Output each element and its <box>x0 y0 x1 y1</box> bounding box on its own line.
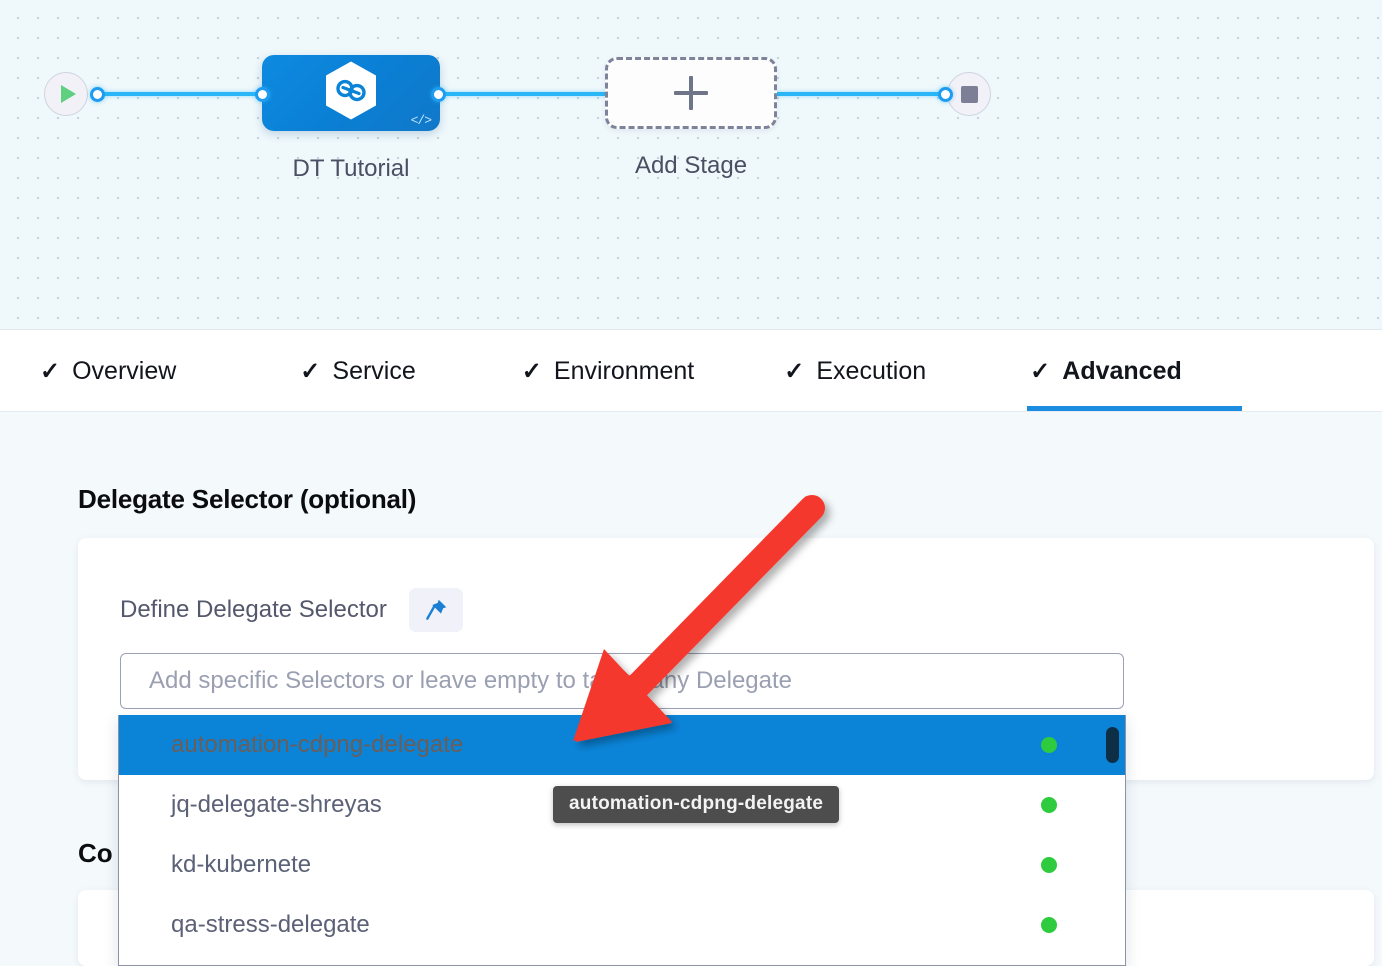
plus-icon-horizontal <box>674 91 708 95</box>
define-delegate-selector-label: Define Delegate Selector <box>120 596 387 623</box>
check-icon: ✓ <box>300 357 321 385</box>
delegate-selector-input[interactable]: Add specific Selectors or leave empty to… <box>120 653 1124 709</box>
status-dot-connected-icon <box>1041 737 1057 753</box>
status-dot-connected-icon <box>1041 797 1057 813</box>
pipeline-start-node[interactable] <box>44 72 88 116</box>
dropdown-option-qa-stress-delegate[interactable]: qa-stress-delegate <box>119 895 1125 955</box>
check-icon: ✓ <box>521 357 542 385</box>
pipeline-canvas[interactable]: </> DT Tutorial Add Stage <box>0 0 1382 330</box>
dropdown-option-label: kd-kubernete <box>171 851 312 878</box>
stage-config-tabs: ✓ Overview ✓ Service ✓ Environment ✓ Exe… <box>0 331 1382 411</box>
delegate-selector-dropdown[interactable]: automation-cdpng-delegate jq-delegate-sh… <box>118 715 1126 966</box>
tab-service-label: Service <box>332 356 416 385</box>
code-badge-icon: </> <box>410 113 432 128</box>
play-icon <box>60 85 76 103</box>
tab-overview[interactable]: ✓ Overview <box>40 331 176 411</box>
dropdown-option-jq-delegate-shreyas[interactable]: jq-delegate-shreyas <box>119 775 1125 835</box>
tab-service[interactable]: ✓ Service <box>300 331 415 411</box>
define-delegate-selector-row: Define Delegate Selector <box>120 588 463 632</box>
check-icon: ✓ <box>40 357 61 385</box>
connector-dot-stage-out[interactable] <box>431 87 446 102</box>
status-dot-connected-icon <box>1041 917 1057 933</box>
stop-icon <box>960 85 978 103</box>
tab-advanced-label: Advanced <box>1062 356 1182 385</box>
tab-environment[interactable]: ✓ Environment <box>522 331 694 411</box>
tab-environment-label: Environment <box>553 356 695 385</box>
pushpin-icon <box>425 599 447 620</box>
connector-dot-start[interactable] <box>90 87 105 102</box>
check-icon: ✓ <box>784 357 805 385</box>
dropdown-scrollbar-thumb[interactable] <box>1106 727 1119 763</box>
pipeline-end-node[interactable] <box>947 72 991 116</box>
status-dot-connected-icon <box>1041 857 1057 873</box>
dropdown-option-kd-kubernete[interactable]: kd-kubernete <box>119 835 1125 895</box>
section-title-conditional: Co <box>78 838 113 868</box>
dropdown-option-label: qa-stress-delegate <box>171 911 370 938</box>
stage-node-label: DT Tutorial <box>292 155 410 182</box>
tab-execution-label: Execution <box>816 356 927 385</box>
add-stage-label: Add Stage <box>634 152 748 179</box>
tab-advanced[interactable]: ✓ Advanced <box>1027 331 1242 411</box>
delegate-name-tooltip: automation-cdpng-delegate <box>553 786 840 823</box>
add-stage-button[interactable] <box>605 57 777 129</box>
tab-execution[interactable]: ✓ Execution <box>784 331 926 411</box>
dropdown-option-automation-cdpng-delegate[interactable]: automation-cdpng-delegate <box>119 715 1125 775</box>
check-icon: ✓ <box>1030 357 1051 385</box>
harness-hexagon-icon <box>326 61 376 120</box>
pushpin-button[interactable] <box>408 588 463 632</box>
dropdown-option-label: automation-cdpng-delegate <box>171 731 464 758</box>
page-title: Delegate Selector (optional) <box>78 484 417 514</box>
tab-overview-label: Overview <box>72 356 177 385</box>
pipeline-edge-start-to-stage <box>96 92 271 96</box>
connector-dot-end[interactable] <box>938 87 953 102</box>
dropdown-option-label: jq-delegate-shreyas <box>171 791 382 818</box>
connector-dot-stage-in[interactable] <box>255 87 270 102</box>
stage-node-dt-tutorial[interactable]: </> <box>262 55 440 131</box>
